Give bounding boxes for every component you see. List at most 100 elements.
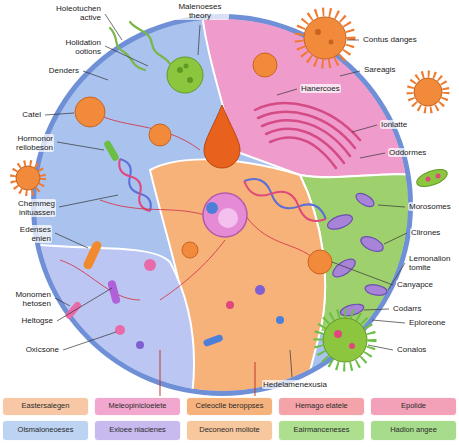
nucleus xyxy=(203,193,247,237)
rod-organelles xyxy=(82,240,103,271)
leader-lines xyxy=(198,25,200,55)
legend-text: Meleopinicloeiete xyxy=(109,402,167,410)
membrane-protein xyxy=(130,22,170,64)
rod-organelles xyxy=(203,334,224,347)
leader-lines xyxy=(57,142,104,150)
legend-swatch: Exloee niacienes xyxy=(94,420,181,441)
leader-lines xyxy=(45,14,407,377)
callout-label: Morosomes xyxy=(408,202,452,211)
vesicles xyxy=(144,259,156,271)
leader-lines xyxy=(290,350,292,377)
legend-text: Deconeon moliote xyxy=(199,426,259,434)
vesicles xyxy=(182,242,198,258)
vesicles xyxy=(149,124,171,146)
outer-cells xyxy=(323,318,367,362)
dna-helix xyxy=(116,157,155,214)
leader-lines xyxy=(55,233,88,248)
leader-lines xyxy=(364,309,389,310)
leader-lines xyxy=(45,113,74,115)
nucleus xyxy=(203,193,247,237)
leader-lines xyxy=(57,288,112,321)
cell-regions xyxy=(10,0,430,410)
vesicles xyxy=(226,301,234,309)
legend-pointers xyxy=(160,350,161,396)
legend-pointers xyxy=(255,362,256,396)
leader-lines xyxy=(59,195,118,207)
endoplasmic-reticulum xyxy=(255,103,360,168)
rod-organelles xyxy=(107,279,121,304)
legend-text: Celeoclle beroppses xyxy=(196,402,264,410)
leader-lines xyxy=(347,40,359,41)
leader-lines xyxy=(384,233,407,244)
leader-lines xyxy=(277,89,297,95)
membrane-protein xyxy=(110,22,170,70)
legend-swatch: Celeoclle beroppses xyxy=(186,397,273,416)
leader-lines xyxy=(352,125,377,132)
legend-pointers xyxy=(160,350,255,396)
leader-lines xyxy=(360,153,385,158)
outer-cells xyxy=(349,343,355,349)
callout-label: Codarrs xyxy=(392,304,422,313)
legend-text: Exloee niacienes xyxy=(109,426,166,434)
endoplasmic-reticulum xyxy=(266,129,344,163)
cytoskeleton-threads xyxy=(100,200,205,215)
outer-cells xyxy=(334,330,342,338)
endoplasmic-reticulum xyxy=(270,137,336,168)
legend-swatch: Deconeon moliote xyxy=(186,420,273,441)
vesicles xyxy=(253,53,277,77)
callout-label: Holeotuchen active xyxy=(48,4,102,22)
cell-regions xyxy=(200,0,430,177)
callout-label: Catel xyxy=(21,110,42,119)
legend-swatch: Eastersalegen xyxy=(2,397,89,416)
mitochondria xyxy=(326,212,355,232)
callout-label: Edenses enien xyxy=(2,225,52,243)
vesicles xyxy=(177,67,183,73)
callout-label: Chemmeg inituassen xyxy=(2,199,56,217)
legend-swatch: Meleopinicloeiete xyxy=(94,397,181,416)
leader-lines xyxy=(63,332,116,350)
mitochondria xyxy=(354,191,376,210)
leader-lines xyxy=(55,298,70,306)
rod-organelles xyxy=(103,139,120,162)
leader-lines xyxy=(332,262,393,285)
mitochondria xyxy=(359,233,386,254)
legend-swatch: Epolide xyxy=(370,397,457,416)
callout-label: Canyapce xyxy=(396,280,434,289)
nucleus xyxy=(218,208,238,228)
callout-label: Hanercoes xyxy=(300,84,341,93)
cytoskeleton-threads xyxy=(60,260,140,300)
vesicles xyxy=(308,250,332,274)
legend-text: Hemago elatele xyxy=(295,402,348,410)
outer-cells xyxy=(299,12,351,64)
membrane-protein xyxy=(110,28,145,70)
callout-label: Denders xyxy=(48,66,80,75)
outer-cells xyxy=(415,166,450,190)
leader-lines xyxy=(105,46,148,66)
droplet xyxy=(204,105,240,168)
outer-cells xyxy=(426,177,431,182)
callout-label: Hedelamenexusia xyxy=(262,380,328,389)
callout-label: Oddormes xyxy=(388,148,427,157)
cytoskeleton-threads xyxy=(60,110,320,300)
leader-lines xyxy=(105,14,122,40)
vesicles xyxy=(75,53,332,349)
outer-cells xyxy=(13,12,449,367)
mitochondria xyxy=(364,283,387,297)
vesicles xyxy=(187,77,193,83)
mitochondria xyxy=(330,256,358,281)
outer-cells xyxy=(436,174,441,179)
callout-label: Monomen hetosen xyxy=(2,290,52,308)
legend-swatch: Eairmanceneses xyxy=(278,420,365,441)
outer-cells xyxy=(315,29,321,35)
leader-lines xyxy=(378,205,405,207)
legend-text: Eairmanceneses xyxy=(294,426,350,434)
vesicles xyxy=(184,64,189,69)
dna-helix xyxy=(241,174,329,226)
vesicles xyxy=(115,325,125,335)
rod-organelles xyxy=(64,300,82,320)
leader-lines xyxy=(372,320,405,323)
legend-swatch: Hadion angee xyxy=(370,420,457,441)
outer-cells xyxy=(410,74,446,110)
leader-lines xyxy=(340,71,360,76)
outer-cells xyxy=(304,17,346,59)
